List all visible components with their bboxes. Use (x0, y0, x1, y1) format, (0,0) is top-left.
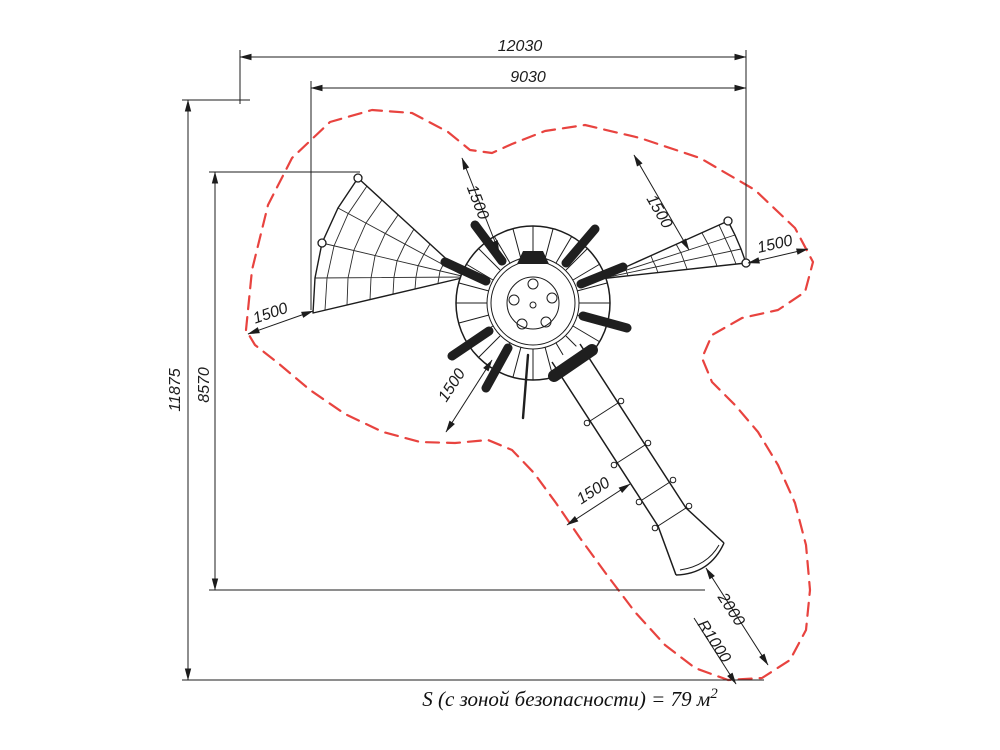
slide-segment-joints (589, 402, 687, 527)
dim-line-clearance-right (747, 248, 809, 264)
dim-label-inner-height: 8570 (196, 367, 213, 403)
dim-line-clearance-top (461, 157, 500, 253)
dim-line-clearance-slide (566, 483, 631, 526)
slide-exit-flare (657, 507, 725, 576)
carousel-structure (440, 220, 632, 420)
area-caption-text: S (с зоной безопасности) = 79 м (422, 687, 710, 711)
dim-label-clearance-slide: 1500 (574, 474, 613, 508)
dim-label-clearance-left: 1500 (251, 300, 290, 328)
net-edge-ropes-left (312, 177, 467, 314)
dim-label-clearance-top-right: 1500 (643, 192, 676, 231)
carousel-step-block (517, 251, 549, 264)
dim-label-clearance-top: 1500 (463, 183, 492, 222)
area-caption: S (с зоной безопасности) = 79 м2 (422, 686, 718, 711)
slide-edges (551, 343, 687, 527)
slide-exit-inner-arc (679, 544, 720, 571)
dim-line-slide-runout (705, 567, 769, 666)
safety-zone-boundary (244, 108, 815, 682)
slide-body-fill (552, 344, 724, 575)
leader-line-corner-radius (693, 617, 737, 685)
dimension-lines (184, 53, 809, 685)
net-mesh-left (314, 185, 467, 311)
carousel-hub-ring (506, 276, 560, 330)
dim-line-clearance-left (247, 310, 314, 335)
dim-line-clearance-top-right (633, 154, 690, 251)
slide-tube (548, 343, 725, 576)
dim-label-outer-width: 12030 (498, 38, 543, 55)
net-mesh-right (598, 224, 742, 280)
dim-label-clearance-bottom-left: 1500 (435, 366, 469, 405)
dim-label-inner-width: 9030 (510, 69, 546, 86)
extension-lines (182, 50, 764, 681)
carousel-bottom-post (521, 353, 530, 420)
dim-label-outer-height: 11875 (167, 368, 184, 411)
area-caption-superscript: 2 (710, 686, 718, 702)
slide-entrance-hood (548, 344, 598, 382)
dim-line-clearance-bottom-left (445, 359, 493, 433)
dim-label-corner-radius: R1000 (694, 617, 734, 666)
dim-label-slide-runout: 2000 (713, 589, 747, 629)
slide-joint-bolts (583, 397, 693, 532)
climbing-net-left (312, 177, 467, 314)
carousel-seats (508, 278, 558, 330)
